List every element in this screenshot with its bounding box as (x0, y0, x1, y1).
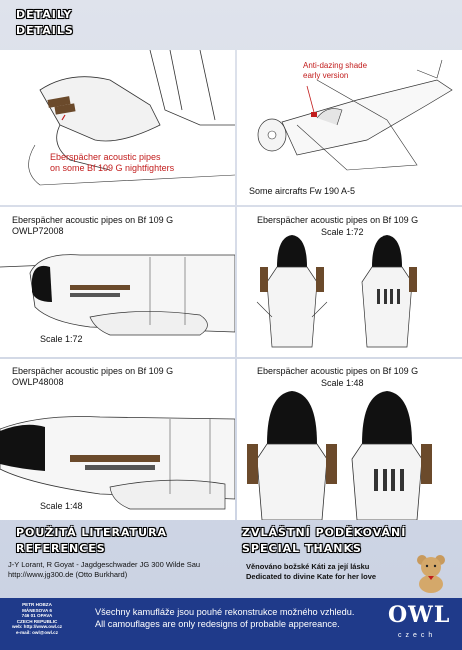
p1-caption-line1: Eberspächer acoustic pipes (50, 152, 161, 162)
thanks-line-cz: Věnováno božské Káti za její lásku (246, 562, 370, 571)
bf109-side-drawing-72 (0, 254, 235, 336)
publisher-address: PETR HOBZA MÁNESOVA 6 746 01 OPAVA CZECH… (6, 602, 68, 636)
owl-logo: OWL (388, 602, 451, 628)
p5-code: OWLP48008 (12, 377, 64, 387)
panel-bf109-side-48: Eberspächer acoustic pipes on Bf 109 G O… (0, 359, 235, 520)
panel-bf109-front-72: Eberspächer acoustic pipes on Bf 109 G S… (237, 207, 462, 357)
p4-scale: Scale 1:72 (321, 227, 364, 237)
thanks-text: Věnováno božské Káti za její lásku Dedic… (246, 562, 376, 582)
p5-title: Eberspächer acoustic pipes on Bf 109 G (12, 366, 174, 376)
owl-logo-sub: czech (398, 632, 437, 639)
reference-url[interactable]: http://www.jg300.de (Otto Burkhard) (8, 570, 128, 579)
reference-book: J-Y Lorant, R Goyat - Jagdgeschwader JG … (8, 560, 201, 569)
publisher-footer: PETR HOBZA MÁNESOVA 6 746 01 OPAVA CZECH… (0, 598, 462, 650)
address-line: MÁNESOVA 6 (22, 607, 52, 613)
disclaimer-cz: Všechny kamufláže jsou pouhé rekonstrukc… (95, 607, 355, 617)
p4-title: Eberspächer acoustic pipes on Bf 109 G (257, 215, 419, 225)
canopy-drawing (28, 50, 235, 186)
details-grid: Eberspächer acoustic pipes on some Bf 10… (0, 50, 462, 520)
references-heading-cz: POUŽITÁ LITERATURA (16, 526, 168, 539)
bf109-side-drawing-48 (0, 416, 235, 510)
bf109-top-views-48 (247, 391, 432, 520)
p5-scale: Scale 1:48 (40, 501, 83, 511)
address-line: 746 01 OPAVA (21, 613, 53, 619)
p2-annotation-line1: Anti-dazing shade (303, 61, 368, 70)
p3-code: OWLP72008 (12, 226, 64, 236)
p3-title: Eberspächer acoustic pipes on Bf 109 G (12, 215, 174, 225)
thanks-heading-en: SPECIAL THANKS (242, 542, 362, 555)
p3-scale: Scale 1:72 (40, 334, 83, 344)
fw190-drawing (257, 59, 453, 171)
p2-caption: Some aircrafts Fw 190 A-5 (249, 186, 356, 196)
references-text: J-Y Lorant, R Goyat - Jagdgeschwader JG … (8, 560, 200, 580)
disclaimer-en: All camouflages are only redesigns of pr… (95, 619, 340, 629)
p1-caption-line2: on some Bf 109 G nightfighters (50, 163, 175, 173)
p2-annotation-line2: early version (303, 71, 349, 80)
panel-bf109-front-48: Eberspächer acoustic pipes on Bf 109 G S… (237, 359, 462, 520)
address-email[interactable]: e-mail: owl@owl.cz (15, 629, 58, 635)
disclaimer: Všechny kamufláže jsou pouhé rekonstrukc… (95, 606, 354, 630)
panel-fw190-cockpit: Anti-dazing shade early version Some air… (237, 50, 462, 205)
address-line: PETR HOBZA (22, 602, 52, 607)
panel-nightfighter-canopy: Eberspächer acoustic pipes on some Bf 10… (0, 50, 235, 205)
details-heading-cz: DETAILY (16, 8, 73, 21)
panel-bf109-side-72: Eberspächer acoustic pipes on Bf 109 G O… (0, 207, 235, 357)
details-heading-en: DETAILS (16, 24, 74, 37)
teddy-bear-icon (417, 555, 445, 593)
address-line: CZECH REPUBLIC (16, 618, 58, 624)
p6-scale: Scale 1:48 (321, 378, 364, 388)
bf109-top-views-72 (256, 235, 417, 348)
thanks-line-en: Dedicated to divine Kate for her love (246, 572, 377, 581)
p6-title: Eberspächer acoustic pipes on Bf 109 G (257, 366, 419, 376)
thanks-heading-cz: ZVLÁŠTNÍ PODĚKOVÁNÍ (242, 526, 407, 539)
address-web[interactable]: web: http://www.owl.cz (11, 624, 63, 630)
references-heading-en: REFERENCES (16, 542, 106, 555)
